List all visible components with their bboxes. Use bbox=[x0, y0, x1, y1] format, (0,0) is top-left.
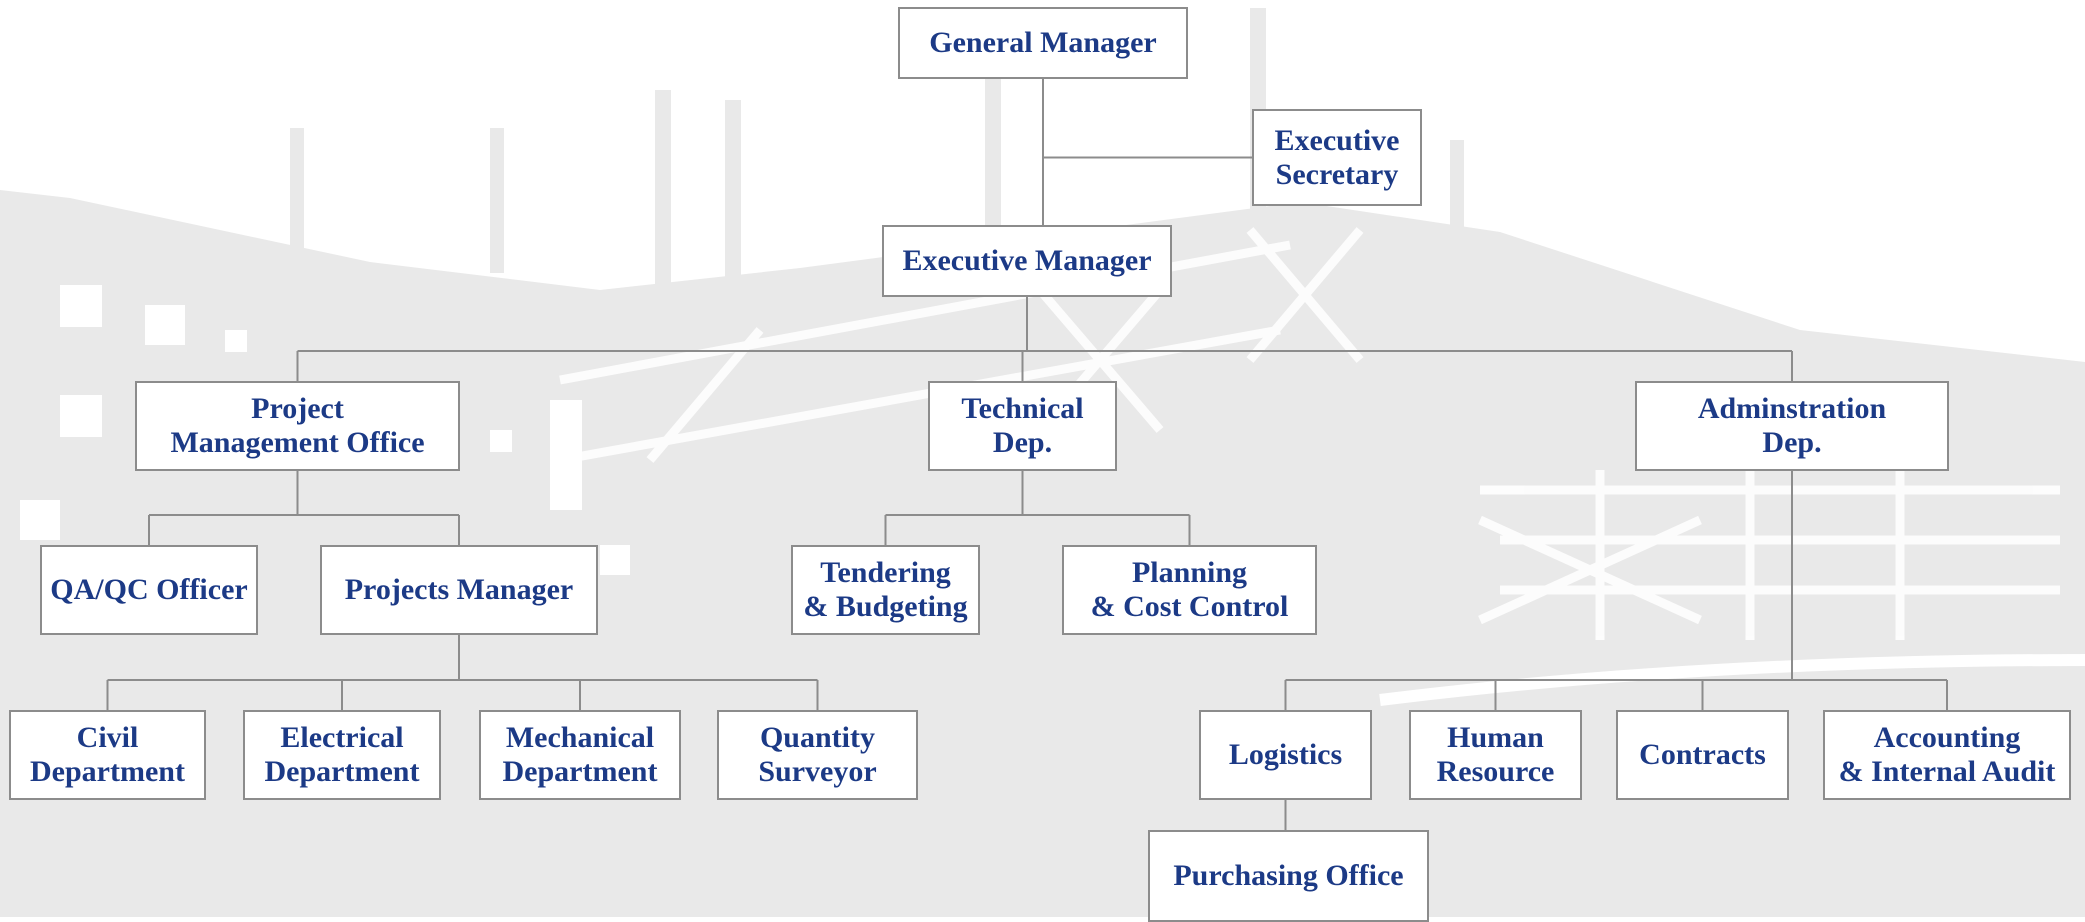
civil-department-label: Civil Department bbox=[30, 721, 185, 788]
executive-manager-box: Executive Manager bbox=[882, 225, 1172, 297]
administration-dep-label: Adminstration Dep. bbox=[1697, 392, 1887, 459]
purchasing-office-box: Purchasing Office bbox=[1148, 830, 1429, 922]
logistics-box: Logistics bbox=[1199, 710, 1372, 800]
tendering-budgeting-box: Tendering & Budgeting bbox=[791, 545, 980, 635]
general-manager-label: General Manager bbox=[929, 26, 1157, 59]
mechanical-department-label: Mechanical Department bbox=[502, 721, 658, 788]
civil-department-box: Civil Department bbox=[9, 710, 206, 800]
qa-qc-officer-box: QA/QC Officer bbox=[40, 545, 258, 635]
contracts-label: Contracts bbox=[1639, 738, 1766, 771]
qa-qc-officer-label: QA/QC Officer bbox=[50, 573, 248, 606]
projects-manager-label: Projects Manager bbox=[344, 573, 574, 606]
contracts-box: Contracts bbox=[1616, 710, 1789, 800]
general-manager-box: General Manager bbox=[898, 7, 1188, 79]
purchasing-office-label: Purchasing Office bbox=[1173, 859, 1404, 892]
quantity-surveyor-box: Quantity Surveyor bbox=[717, 710, 918, 800]
accounting-internal-audit-box: Accounting & Internal Audit bbox=[1823, 710, 2071, 800]
accounting-internal-audit-label: Accounting & Internal Audit bbox=[1838, 721, 2056, 788]
electrical-department-label: Electrical Department bbox=[264, 721, 420, 788]
executive-manager-label: Executive Manager bbox=[902, 244, 1152, 277]
executive-secretary-box: Executive Secretary bbox=[1252, 109, 1422, 206]
tendering-budgeting-label: Tendering & Budgeting bbox=[803, 556, 968, 623]
logistics-label: Logistics bbox=[1228, 738, 1343, 771]
electrical-department-box: Electrical Department bbox=[243, 710, 441, 800]
human-resource-label: Human Resource bbox=[1436, 721, 1555, 788]
quantity-surveyor-label: Quantity Surveyor bbox=[758, 721, 877, 788]
project-management-office-label: Project Management Office bbox=[170, 392, 425, 459]
technical-dep-label: Technical Dep. bbox=[961, 392, 1084, 459]
planning-cost-control-label: Planning & Cost Control bbox=[1090, 556, 1289, 623]
executive-secretary-label: Executive Secretary bbox=[1274, 123, 1400, 191]
human-resource-box: Human Resource bbox=[1409, 710, 1582, 800]
projects-manager-box: Projects Manager bbox=[320, 545, 598, 635]
planning-cost-control-box: Planning & Cost Control bbox=[1062, 545, 1317, 635]
administration-dep-box: Adminstration Dep. bbox=[1635, 381, 1949, 471]
mechanical-department-box: Mechanical Department bbox=[479, 710, 681, 800]
technical-dep-box: Technical Dep. bbox=[928, 381, 1117, 471]
project-management-office-box: Project Management Office bbox=[135, 381, 460, 471]
